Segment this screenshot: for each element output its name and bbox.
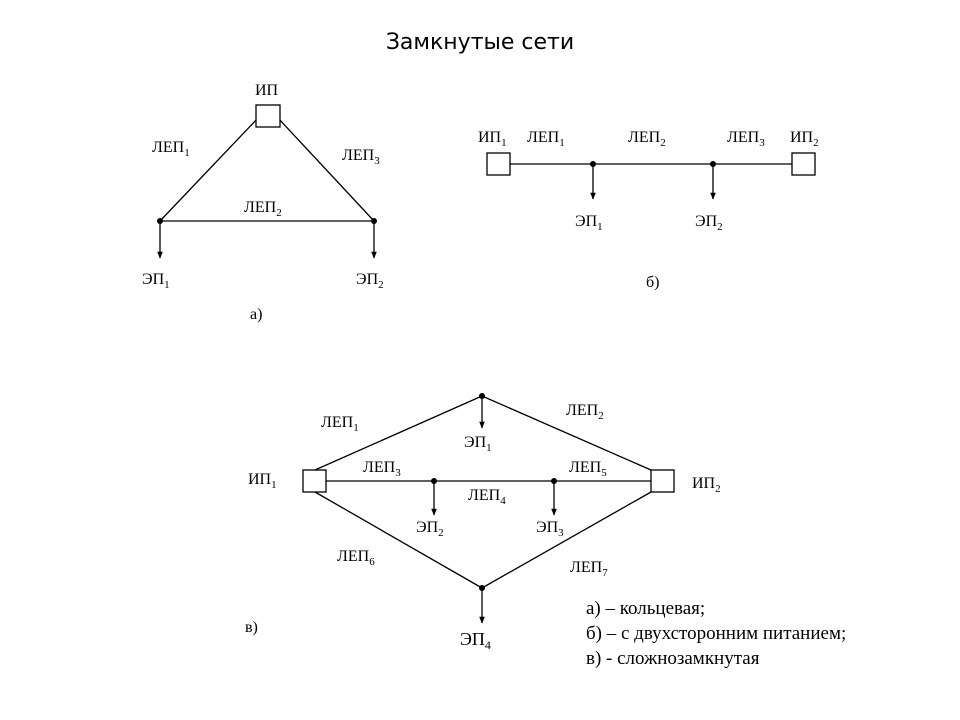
c-line-3-label: ЛЕП3 [363,459,401,479]
b-load-2-label: ЭП2 [695,213,723,233]
c-source-1-label: ИП1 [248,471,277,491]
c-line-6 [314,491,483,589]
c-load-1-label: ЭП1 [464,434,492,454]
c-line-7 [481,491,652,589]
c-line-7-label: ЛЕП7 [570,559,608,579]
c-line-2-label: ЛЕП2 [566,402,604,422]
b-source-1-label: ИП1 [478,129,507,149]
c-line-6-label: ЛЕП6 [337,548,375,568]
a-load-2-label: ЭП2 [356,271,384,291]
c-load-4-label: ЭП4 [460,629,491,652]
b-line-1-label: ЛЕП1 [527,129,565,149]
b-caption: б) [646,274,659,291]
b-source-node-1 [486,152,511,176]
c-caption: в) [245,619,258,636]
a-line-2-label: ЛЕП2 [244,199,282,219]
a-source-label: ИП [255,82,279,99]
diagram-c-complex: ИП1 ИП2 ЛЕП1 ЛЕП2 ЛЕП3 ЛЕП4 ЛЕП5 ЛЕП6 ЛЕ… [245,393,721,652]
b-load-1-label: ЭП1 [575,213,603,233]
diagram-a-ring: ИП ЛЕП1 ЛЕП3 ЛЕП2 ЭП1 ЭП2 а) [142,82,384,323]
b-line-3-label: ЛЕП3 [727,129,765,149]
legend: а) – кольцевая; б) – с двухсторонним пит… [586,596,846,671]
c-load-2-label: ЭП2 [416,519,444,539]
c-source-node-1 [302,469,327,493]
a-line-3-label: ЛЕП3 [342,147,380,167]
c-line-1 [314,395,483,471]
page-title: Замкнутые сети [385,30,575,55]
a-line-1 [159,117,259,222]
c-source-node-2 [650,469,675,493]
legend-item-a: а) – кольцевая; [586,598,706,619]
legend-item-b: б) – с двухсторонним питанием; [586,623,847,644]
a-line-3 [277,117,375,222]
c-line-5-label: ЛЕП5 [569,459,607,479]
a-source-node [255,104,281,128]
b-source-2-label: ИП2 [790,129,819,149]
a-line-1-label: ЛЕП1 [152,139,190,159]
c-load-3-label: ЭП3 [536,519,564,539]
diagram-b-double-fed: ИП1 ЛЕП1 ЛЕП2 ЛЕП3 ИП2 ЭП1 ЭП2 б) [478,129,819,291]
a-caption: а) [250,306,262,323]
a-load-1-label: ЭП1 [142,271,170,291]
legend-item-c: в) - сложнозамкнутая [586,648,760,669]
b-line-2-label: ЛЕП2 [628,129,666,149]
c-line-4-label: ЛЕП4 [468,487,506,507]
b-source-node-2 [791,152,816,176]
c-line-2 [481,395,652,471]
c-line-1-label: ЛЕП1 [321,414,359,434]
c-source-2-label: ИП2 [692,475,721,495]
